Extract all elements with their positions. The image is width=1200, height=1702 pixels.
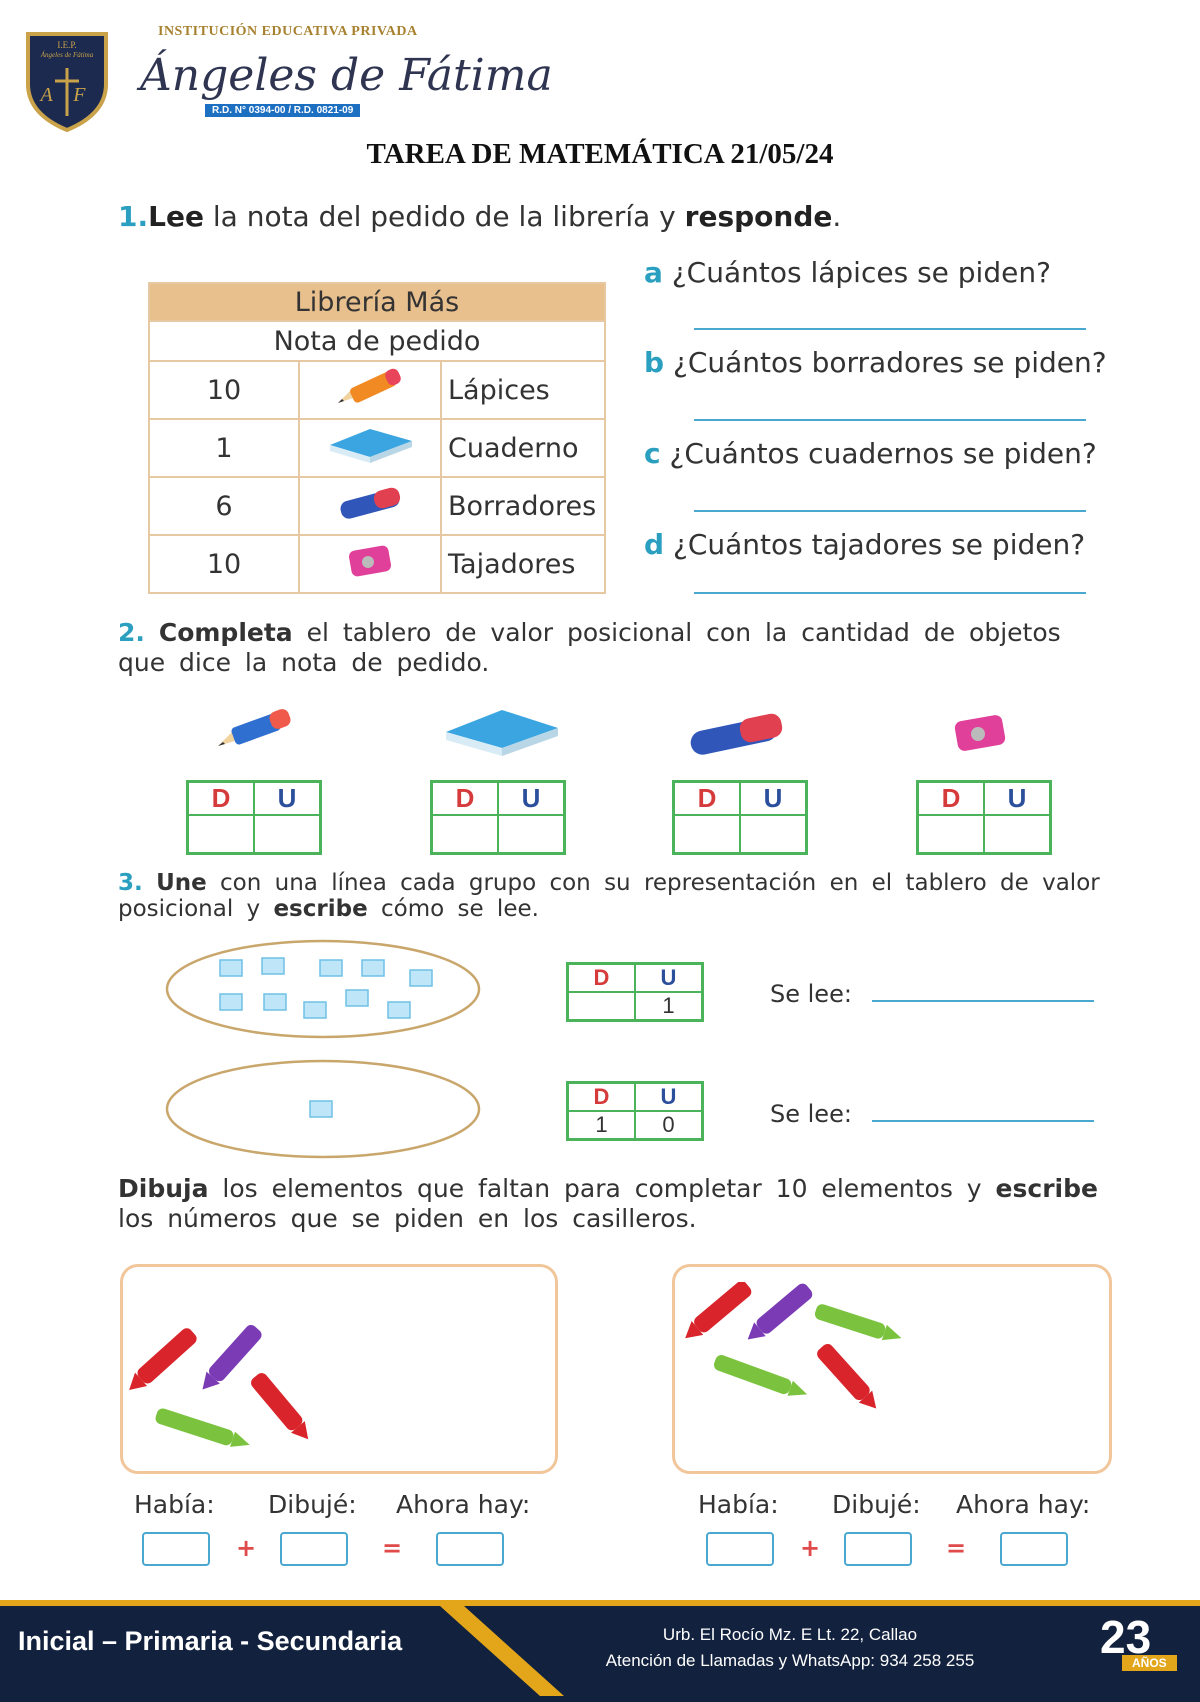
footer-bar [0, 1600, 1200, 1702]
answer-box-habia-left[interactable] [142, 1532, 210, 1566]
notebook-icon [298, 418, 442, 478]
crayons-icon [129, 1325, 309, 1447]
q4-instruction: Dibuja los elementos que faltan para com… [118, 1174, 1098, 1233]
question-1b: b ¿Cuántos borradores se piden? [644, 346, 1107, 379]
tens-cell[interactable] [188, 815, 254, 853]
order-table-subtitle: Nota de pedido [148, 320, 606, 362]
answer-box-habia-right[interactable] [706, 1532, 774, 1566]
question-1a: a ¿Cuántos lápices se piden? [644, 256, 1051, 289]
label-habia-left: Había: [134, 1490, 215, 1519]
answer-line-1b[interactable] [694, 419, 1086, 421]
answer-line-1c[interactable] [694, 510, 1086, 512]
table-row: 10 Lápices [148, 360, 606, 420]
label-dibuje-right: Dibujé: [832, 1490, 921, 1519]
tens-cell[interactable] [674, 815, 740, 853]
equals-sign: = [382, 1534, 403, 1562]
question-1c: c ¿Cuántos cuadernos se piden? [644, 437, 1097, 470]
equals-sign: = [946, 1534, 967, 1562]
table-row: 6 Borradores [148, 476, 606, 536]
units-cell[interactable] [740, 815, 806, 853]
answer-box-dibuje-right[interactable] [844, 1532, 912, 1566]
answer-box-ahora-left[interactable] [436, 1532, 504, 1566]
school-name: Ángeles de Fátima [140, 50, 553, 101]
institution-label: INSTITUCIÓN EDUCATIVA PRIVADA [158, 24, 418, 39]
pencil-icon [298, 360, 442, 420]
anniversary-label: AÑOS [1122, 1655, 1177, 1671]
tens-cell[interactable] [432, 815, 498, 853]
eraser-icon [690, 713, 783, 755]
pencil-icon [218, 709, 291, 746]
label-dibuje-left: Dibujé: [268, 1490, 357, 1519]
order-table: Librería Más Nota de pedido 10 Lápices 1… [148, 282, 606, 594]
footer-address: Urb. El Rocío Mz. E Lt. 22, Callao Atenc… [605, 1625, 975, 1670]
label-habia-right: Había: [698, 1490, 779, 1519]
anniversary-number: 23 [1100, 1611, 1152, 1663]
answer-line-1d[interactable] [694, 592, 1086, 594]
reading-answer-line-2[interactable] [872, 1120, 1094, 1122]
sharpener-icon [298, 534, 442, 594]
q2-instruction: 2. Completa el tablero de valor posicion… [118, 618, 1061, 677]
reading-answer-line-1[interactable] [872, 1000, 1094, 1002]
answer-line-1a[interactable] [694, 328, 1086, 330]
sharpener-icon [954, 715, 1006, 751]
crayons-icon [685, 1282, 902, 1409]
label-ahora-right: Ahora hay: [956, 1490, 1091, 1519]
q3-instruction: 3. Une con una línea cada grupo con su r… [118, 870, 1100, 922]
plus-sign: + [800, 1534, 821, 1562]
tens-cell[interactable] [918, 815, 984, 853]
units-cell[interactable] [254, 815, 320, 853]
crest-top-text: I.E.P. [57, 40, 77, 50]
units-cell[interactable] [984, 815, 1050, 853]
cubes-group-ten[interactable] [164, 938, 482, 1040]
crest-letters: A F [40, 84, 94, 106]
se-lee-label-2: Se lee: [770, 1100, 852, 1128]
table-row: 1 Cuaderno [148, 418, 606, 478]
label-ahora-left: Ahora hay: [396, 1490, 531, 1519]
drawing-box-left[interactable] [120, 1264, 558, 1474]
cubes-group-one[interactable] [164, 1058, 482, 1160]
answer-box-dibuje-left[interactable] [280, 1532, 348, 1566]
school-crest-icon [26, 32, 108, 133]
footer-stripe [440, 1606, 564, 1696]
question-1d: d ¿Cuántos tajadores se piden? [644, 528, 1086, 561]
crest-inner-text: Ángeles de Fátima [40, 51, 94, 59]
answer-box-ahora-right[interactable] [1000, 1532, 1068, 1566]
units-cell[interactable] [498, 815, 564, 853]
plus-sign: + [236, 1534, 257, 1562]
se-lee-label-1: Se lee: [770, 980, 852, 1008]
eraser-icon [298, 476, 442, 536]
footer-levels: Inicial – Primaria - Secundaria [18, 1626, 403, 1656]
order-table-title: Librería Más [148, 282, 606, 322]
table-row: 10 Tajadores [148, 534, 606, 594]
q1-instruction: 1.Lee la nota del pedido de la librería … [118, 200, 842, 233]
page-title: TAREA DE MATEMÁTICA 21/05/24 [366, 138, 834, 170]
notebook-icon [446, 710, 558, 756]
resolution-badge: R.D. N° 0394-00 / R.D. 0821-09 [205, 104, 361, 117]
